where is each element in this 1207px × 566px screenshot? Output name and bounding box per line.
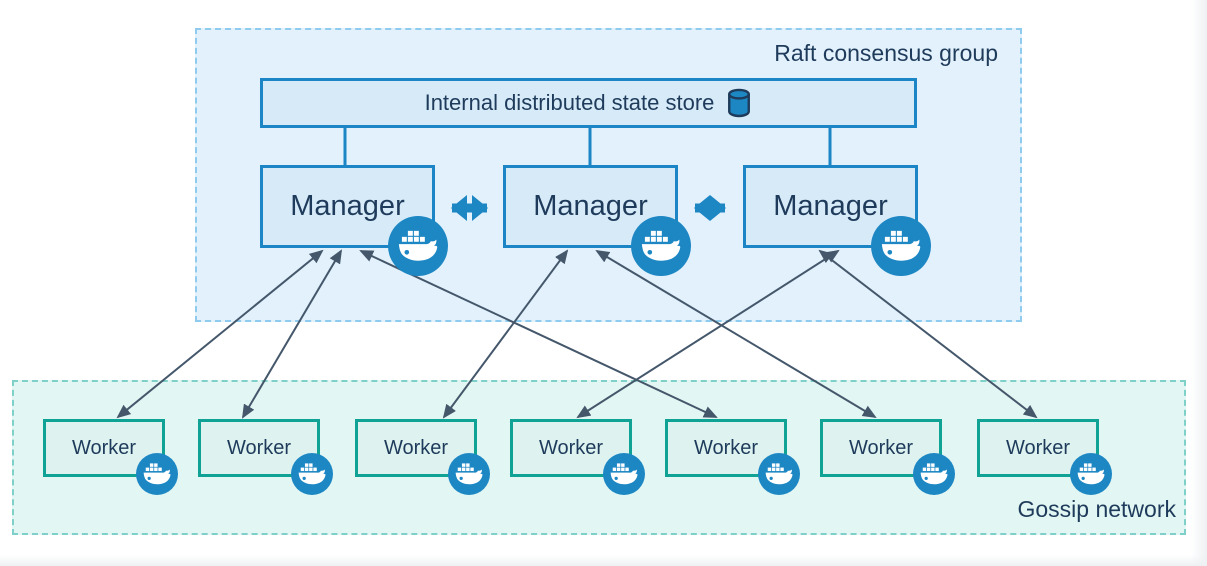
worker-4-label: Worker — [538, 436, 604, 459]
docker-whale-icon — [388, 216, 448, 276]
state-store-label: Internal distributed state store — [424, 90, 715, 115]
docker-whale-icon — [136, 453, 178, 495]
worker-5-box: Worker — [665, 419, 800, 495]
manager-1-box: Manager — [260, 165, 448, 276]
docker-whale-icon — [913, 453, 955, 495]
link-manager3-worker7 — [818, 249, 1038, 419]
worker-3-label: Worker — [383, 436, 449, 459]
worker-2-label: Worker — [226, 436, 292, 459]
docker-whale-icon — [448, 453, 490, 495]
gossip-network-label: Gossip network — [1017, 496, 1176, 522]
docker-whale-icon — [758, 453, 800, 495]
page-edge-bottom — [0, 555, 1207, 566]
link-manager3-worker4 — [576, 249, 840, 419]
docker-whale-icon — [871, 216, 931, 276]
docker-whale-icon — [631, 216, 691, 276]
database-cylinder-icon — [728, 88, 751, 118]
link-manager1-worker2 — [241, 249, 343, 419]
worker-5-label: Worker — [693, 436, 759, 459]
worker-1-box: Worker — [43, 419, 178, 495]
worker-7-box: Worker — [977, 419, 1112, 495]
worker-4-box: Worker — [510, 419, 645, 495]
manager-2-label: Manager — [533, 190, 648, 222]
manager-worker-arrows — [116, 249, 1038, 419]
raft-group-label: Raft consensus group — [774, 40, 998, 66]
manager-2-box: Manager — [503, 165, 691, 276]
worker-7-label: Worker — [1005, 436, 1071, 459]
worker-2-box: Worker — [198, 419, 333, 495]
manager-3-box: Manager — [743, 165, 931, 276]
link-manager2-worker3 — [442, 249, 569, 419]
state-store-box: Internal distributed state store — [260, 78, 917, 128]
docker-whale-icon — [603, 453, 645, 495]
worker-1-label: Worker — [71, 436, 137, 459]
page-edge-right — [1191, 0, 1207, 566]
manager-1-label: Manager — [290, 190, 405, 222]
state-store-connectors — [343, 125, 832, 168]
docker-whale-icon — [291, 453, 333, 495]
docker-whale-icon — [1070, 453, 1112, 495]
manager-3-label: Manager — [773, 190, 888, 222]
worker-6-box: Worker — [820, 419, 955, 495]
worker-3-box: Worker — [355, 419, 490, 495]
worker-6-label: Worker — [848, 436, 914, 459]
